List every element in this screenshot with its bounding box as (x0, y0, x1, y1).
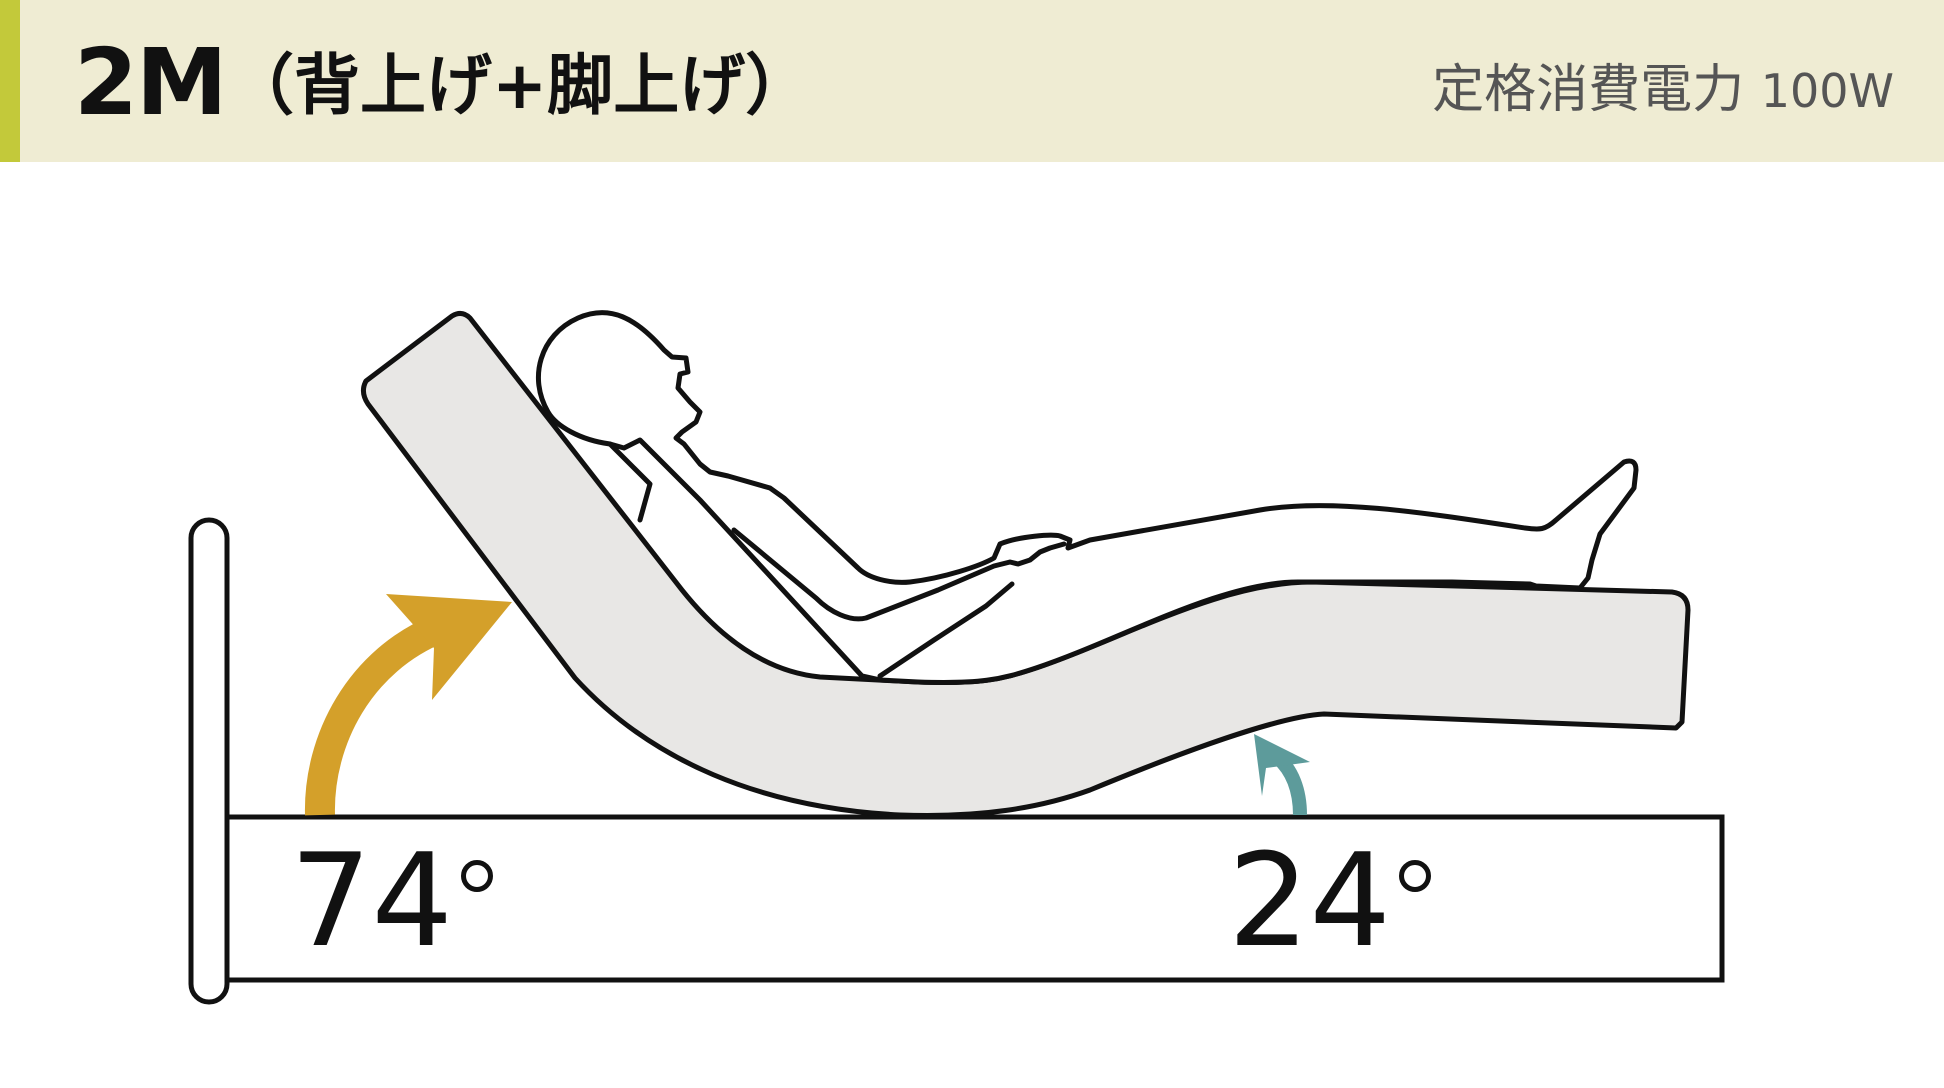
rated-power-label: 定格消費電力 (1432, 60, 1745, 120)
leg-angle-value: 24 (1228, 827, 1391, 976)
model-subtitle: （背上げ+脚上げ） (228, 47, 812, 124)
model-name: 2M (74, 29, 228, 136)
person-head (535, 310, 1639, 685)
accent-bar (0, 0, 20, 162)
headboard (188, 517, 230, 1005)
degree-symbol (1398, 860, 1431, 892)
rated-power: 定格消費電力 100W (1432, 58, 1894, 123)
mattress (360, 310, 1691, 819)
back-raise-arrow-icon (304, 594, 512, 816)
leg-raise-arrow-icon (1254, 734, 1310, 816)
back-angle-value: 74 (290, 827, 453, 976)
person-arm (731, 527, 1067, 622)
degree-symbol (460, 860, 493, 892)
back-angle: 74 (290, 832, 493, 972)
person (535, 310, 1639, 685)
bed-base (224, 814, 1725, 983)
person-shoulder (607, 441, 653, 523)
rated-power-value: 100W (1760, 64, 1894, 118)
person-thigh (877, 581, 1015, 679)
header-bar: 2M （背上げ+脚上げ） 定格消費電力 100W (0, 0, 1944, 162)
leg-angle: 24 (1228, 832, 1431, 972)
